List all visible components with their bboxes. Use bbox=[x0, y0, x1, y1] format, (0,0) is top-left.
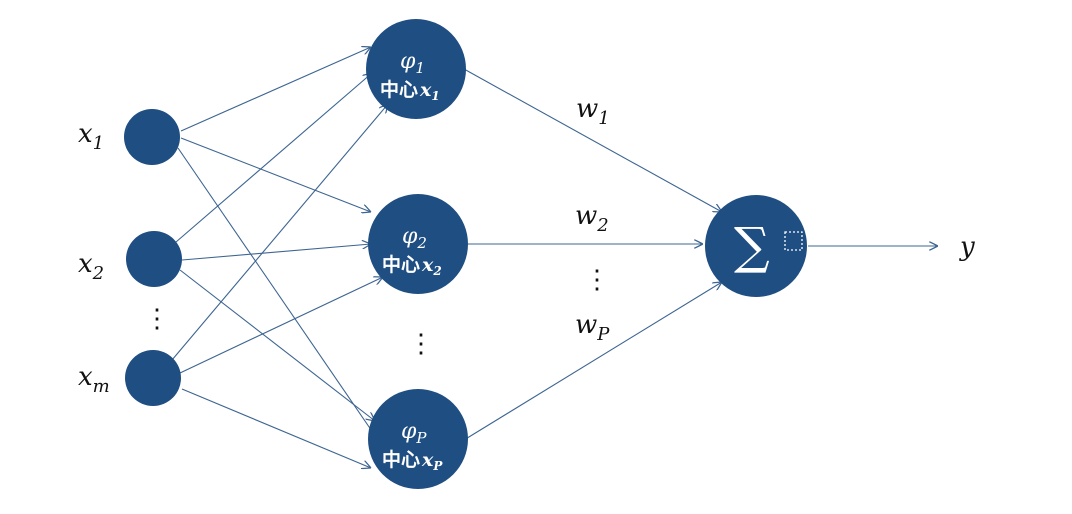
edge-phiP-sum bbox=[463, 282, 722, 441]
input-ellipsis: ⋮ bbox=[144, 304, 170, 334]
hidden-node-phiP bbox=[368, 389, 468, 489]
edge-x2-phiP bbox=[179, 269, 375, 421]
input-label-x2: x2 bbox=[78, 249, 104, 284]
input-hidden-edges bbox=[171, 47, 388, 468]
edge-xm-phiP bbox=[181, 388, 371, 468]
edge-x2-phi2 bbox=[181, 244, 371, 261]
output-label-y: y bbox=[959, 232, 975, 262]
edge-phi1-sum bbox=[463, 68, 722, 212]
edge-x1-phi2 bbox=[180, 137, 371, 212]
output-layer: ∑ y bbox=[705, 195, 975, 297]
edge-xm-phi1 bbox=[171, 104, 388, 361]
input-node-x2 bbox=[126, 231, 182, 287]
input-layer: x1 x2 xm ⋮ bbox=[78, 109, 182, 406]
sum-node bbox=[705, 195, 807, 297]
hidden-node-phi2 bbox=[368, 194, 468, 294]
phi1-label: φ1 bbox=[400, 49, 425, 77]
hidden-ellipsis: ⋮ bbox=[408, 329, 434, 359]
weight-ellipsis: ⋮ bbox=[584, 265, 610, 295]
input-label-x1: x1 bbox=[78, 119, 104, 154]
hidden-sum-edges bbox=[463, 68, 938, 441]
sum-symbol: ∑ bbox=[734, 217, 770, 275]
edge-x1-phi1 bbox=[180, 47, 371, 132]
hidden-node-phi1 bbox=[366, 19, 466, 119]
edge-x2-phi1 bbox=[175, 73, 372, 243]
phiP-label: φP bbox=[401, 419, 427, 447]
weight-w1: w1 bbox=[576, 94, 610, 129]
input-node-x1 bbox=[124, 109, 180, 165]
weight-w2: w2 bbox=[575, 201, 609, 236]
edge-xm-phi2 bbox=[179, 277, 383, 374]
placeholder-box-icon bbox=[784, 231, 803, 251]
weight-labels: w1 w2 ⋮ wP bbox=[575, 94, 610, 345]
phi2-label: φ2 bbox=[402, 224, 427, 252]
weight-wP: wP bbox=[575, 310, 610, 345]
input-label-xm: xm bbox=[78, 362, 110, 397]
edge-x1-phiP bbox=[177, 147, 378, 440]
input-node-xm bbox=[125, 350, 181, 406]
